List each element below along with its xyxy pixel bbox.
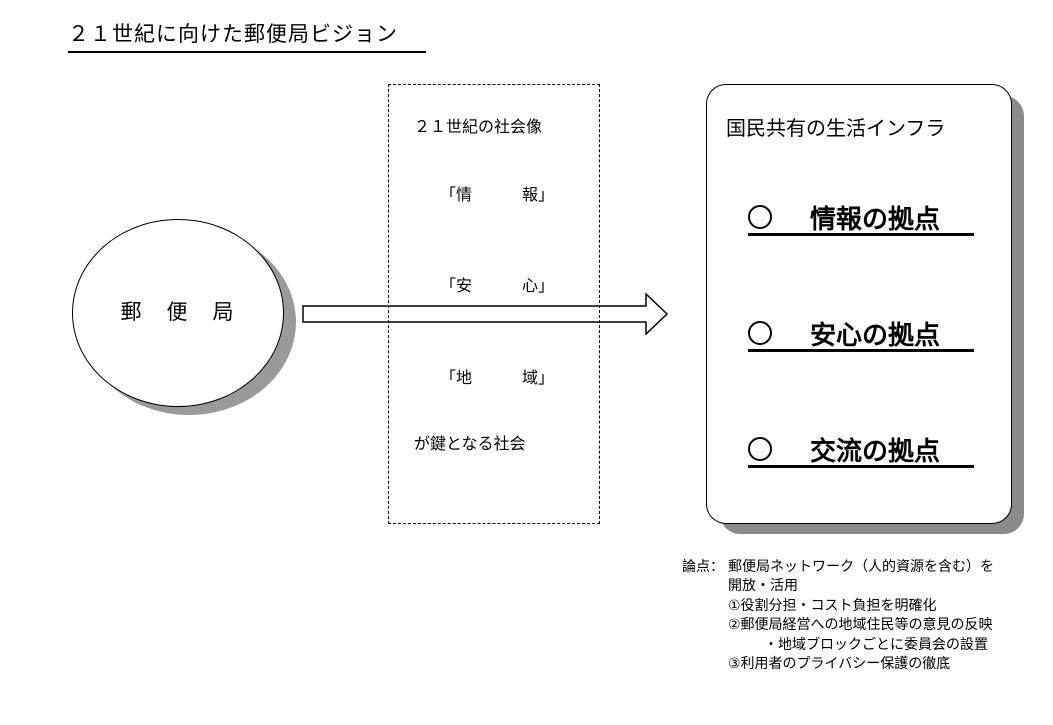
keyword-close: 域」 — [521, 368, 554, 387]
keyword-open: 「安 — [440, 276, 473, 295]
hub-item-label: 交流の拠点 — [810, 437, 941, 467]
title-underline — [68, 51, 426, 53]
note-line: ③利用者のプライバシー保護の徹底 — [728, 656, 951, 673]
note-line: 開放・活用 — [728, 578, 798, 595]
post-office-circle — [72, 219, 284, 407]
hub-item-information: 情報の拠点 — [748, 202, 974, 236]
hub-item-exchange: 交流の拠点 — [748, 434, 974, 468]
future-society-box — [388, 84, 600, 524]
post-office-label: 郵 便 局 — [120, 300, 236, 324]
note-line: ・地域ブロックごとに委員会の設置 — [764, 636, 988, 653]
page-title: ２１世紀に向けた郵便局ビジョン — [68, 22, 398, 46]
circle-bullet-icon — [748, 205, 772, 229]
note-line: ①役割分担・コスト負担を明確化 — [728, 597, 937, 614]
circle-bullet-icon — [748, 321, 772, 345]
hub-item-underline — [748, 233, 974, 236]
keyword-close: 報」 — [521, 185, 554, 204]
hub-item-security: 安心の拠点 — [748, 318, 974, 352]
note-line: 郵便局ネットワーク（人的資源を含む）を — [728, 559, 994, 575]
hub-item-underline — [748, 349, 974, 352]
keyword-community: 「地 域」 — [440, 364, 554, 388]
hub-item-label: 安心の拠点 — [810, 321, 941, 351]
right-arrow-icon — [302, 293, 669, 335]
keyword-open: 「情 — [440, 185, 473, 204]
keyword-information: 「情 報」 — [440, 181, 554, 205]
keyword-close: 心」 — [521, 276, 554, 295]
future-society-heading: ２１世紀の社会像 — [414, 117, 543, 136]
future-society-footer: が鍵となる社会 — [414, 434, 526, 453]
discussion-label: 論点： — [682, 559, 724, 575]
infrastructure-heading: 国民共有の生活インフラ — [726, 116, 946, 140]
discussion-points: 論点： 郵便局ネットワーク（人的資源を含む）を 開放・活用 ①役割分担・コスト負… — [682, 558, 994, 674]
hub-item-underline — [748, 465, 974, 468]
note-line: ②郵便局経営への地域住民等の意見の反映 — [728, 617, 993, 634]
circle-bullet-icon — [748, 437, 772, 461]
hub-item-label: 情報の拠点 — [810, 205, 941, 235]
keyword-security: 「安 心」 — [440, 272, 554, 296]
keyword-open: 「地 — [440, 368, 473, 387]
